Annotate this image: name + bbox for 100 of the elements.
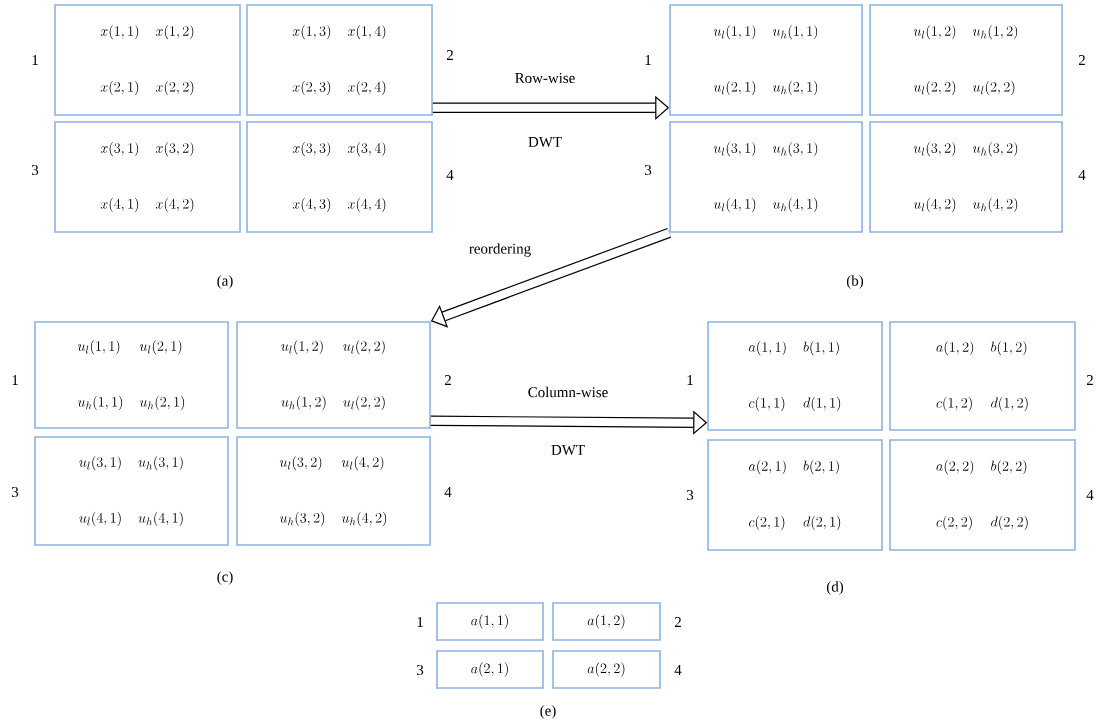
node-label: $c(2,2)$ bbox=[936, 515, 972, 531]
node-label: $u_h(1,1)$ bbox=[772, 24, 818, 40]
block-number: 1 bbox=[687, 375, 693, 385]
matrix-block: $a(1,2)$ bbox=[552, 602, 661, 641]
node-label: $b(1,2)$ bbox=[991, 340, 1027, 356]
node-label: $x(4,3)$ bbox=[292, 197, 331, 213]
node-label: $u_l(1,1)$ bbox=[77, 339, 120, 355]
arrow-label: DWT bbox=[551, 445, 585, 455]
node-label: $u_l(4,2)$ bbox=[341, 455, 384, 471]
block-number: 4 bbox=[446, 170, 454, 180]
block-number: 1 bbox=[417, 617, 423, 627]
block-number: 2 bbox=[1086, 375, 1093, 385]
node-label: $x(1,3)$ bbox=[292, 24, 331, 40]
block-number: 3 bbox=[687, 490, 694, 500]
node-label: $u_h(2,1)$ bbox=[139, 395, 185, 411]
node-label: $u_l(3,2)$ bbox=[913, 141, 956, 157]
node-label: $d(2,2)$ bbox=[991, 515, 1028, 531]
panel-caption: (d) bbox=[826, 581, 844, 595]
block-number: 2 bbox=[674, 617, 681, 627]
arrow-label: DWT bbox=[528, 137, 562, 147]
block-number: 3 bbox=[12, 487, 19, 497]
block-number: 4 bbox=[444, 487, 452, 497]
panel-caption: (e) bbox=[540, 705, 556, 719]
node-label: $u_l(2,1)$ bbox=[713, 80, 756, 96]
matrix-block: $a(2,2)$ $b(2,2)$ $c(2,2)$ $d(2,2)$ bbox=[889, 439, 1076, 551]
node-label: $a(1,1)$ bbox=[749, 340, 786, 356]
node-label: $x(2,3)$ bbox=[292, 80, 331, 96]
block-number: 4 bbox=[674, 665, 682, 675]
node-label: $u_h(3,1)$ bbox=[138, 455, 183, 471]
node-label: $u_l(2,2)$ bbox=[343, 395, 385, 411]
node-label: $a(2,2)$ bbox=[936, 459, 974, 475]
node-label: $u_h(2,1)$ bbox=[772, 80, 818, 96]
node-label: $d(2,1)$ bbox=[803, 515, 841, 531]
node-label: $u_h(4,2)$ bbox=[341, 511, 387, 527]
block-number: 2 bbox=[1078, 55, 1085, 65]
node-label: $u_h(3,1)$ bbox=[772, 141, 818, 157]
node-label: $a(2,1)$ bbox=[749, 459, 786, 475]
block-number: 1 bbox=[32, 55, 38, 65]
node-label: $u_h(1,2)$ bbox=[972, 24, 1018, 40]
matrix-block: $x(3,3)$ $x(3,4)$ $x(4,3)$ $x(4,4)$ bbox=[246, 121, 433, 233]
node-label: $u_h(1,2)$ bbox=[281, 395, 326, 411]
node-label: $x(1,4)$ bbox=[347, 24, 386, 40]
matrix-block: $u_l(3,2)$ $u_h(3,2)$ $u_l(4,2)$ $u_h(4,2)$ bbox=[869, 121, 1063, 233]
node-label: $b(2,2)$ bbox=[991, 459, 1027, 475]
node-label: $x(3,3)$ bbox=[292, 141, 331, 157]
node-label: $c(1,1)$ bbox=[749, 396, 785, 412]
node-label: $u_h(1,1)$ bbox=[77, 395, 123, 411]
node-label: $u_l(2,2)$ bbox=[913, 80, 956, 96]
node-label: $a(1,2)$ bbox=[936, 340, 974, 356]
node-label: $d(1,2)$ bbox=[991, 396, 1028, 412]
node-label: $d(1,1)$ bbox=[803, 396, 841, 412]
matrix-block: $x(3,1)$ $x(3,2)$ $x(4,1)$ $x(4,2)$ bbox=[54, 121, 241, 233]
node-label: $c(1,2)$ bbox=[936, 396, 972, 412]
node-label: $x(4,2)$ bbox=[155, 197, 194, 213]
node-label: $u_l(3,1)$ bbox=[713, 141, 756, 157]
arrow-label: Column-wise bbox=[528, 386, 608, 398]
node-label: $x(2,1)$ bbox=[100, 80, 139, 96]
node-label: $u_l(1,1)$ bbox=[713, 24, 756, 40]
node-label: $u_l(4,1)$ bbox=[79, 511, 121, 527]
node-label: $x(2,2)$ bbox=[155, 80, 194, 96]
matrix-block: $u_l(3,2)$ $u_l(4,2)$ $u_h(3,2)$ $u_h(4,2)$ bbox=[236, 436, 431, 546]
node-label: $u_l(2,1)$ bbox=[139, 339, 182, 355]
panel-caption: (a) bbox=[217, 275, 233, 289]
block-number: 1 bbox=[645, 55, 651, 65]
block-number: 3 bbox=[645, 165, 652, 175]
node-label: $u_l(2,2)$ bbox=[972, 80, 1015, 96]
matrix-block: $a(2,1)$ bbox=[436, 650, 544, 689]
matrix-block: $u_l(3,1)$ $u_h(3,1)$ $u_l(4,1)$ $u_h(4,1)$ bbox=[669, 121, 863, 233]
node-label: $u_l(3,1)$ bbox=[79, 455, 121, 471]
node-label: $u_l(3,2)$ bbox=[279, 455, 322, 471]
node-label: $u_l(4,2)$ bbox=[913, 197, 956, 213]
block-number: 1 bbox=[12, 375, 18, 385]
panel-caption: (b) bbox=[846, 275, 864, 289]
block-number: 3 bbox=[417, 665, 424, 675]
node-label: $u_h(3,2)$ bbox=[972, 141, 1018, 157]
node-label: $c(2,1)$ bbox=[749, 515, 785, 531]
node-label: $b(1,1)$ bbox=[803, 340, 839, 356]
block-number: 4 bbox=[1078, 170, 1086, 180]
matrix-block: $a(1,1)$ bbox=[436, 602, 544, 641]
node-label: $u_h(4,2)$ bbox=[972, 197, 1018, 213]
node-label: $u_l(1,2)$ bbox=[913, 24, 956, 40]
block-number: 2 bbox=[444, 375, 451, 385]
node-label: $u_l(2,2)$ bbox=[343, 339, 385, 355]
matrix-block: $a(2,1)$ $b(2,1)$ $c(2,1)$ $d(2,1)$ bbox=[707, 439, 883, 551]
node-label: $x(4,4)$ bbox=[347, 197, 386, 213]
node-label: $x(1,2)$ bbox=[155, 24, 194, 40]
block-number: 2 bbox=[446, 50, 453, 60]
arrow-label: reordering bbox=[469, 243, 531, 257]
block-number: 4 bbox=[1086, 490, 1094, 500]
node-label: $x(3,2)$ bbox=[155, 141, 194, 157]
node-label: $u_h(3,2)$ bbox=[279, 511, 325, 527]
matrix-block: $u_l(3,1)$ $u_h(3,1)$ $u_l(4,1)$ $u_h(4,1)$ bbox=[34, 436, 229, 546]
node-label: $u_h(4,1)$ bbox=[772, 197, 818, 213]
node-label: $u_l(4,1)$ bbox=[713, 197, 756, 213]
arrow-label: Row-wise bbox=[515, 73, 575, 83]
node-label: $x(2,4)$ bbox=[347, 80, 386, 96]
block-number: 3 bbox=[32, 165, 39, 175]
node-label: $u_l(1,2)$ bbox=[281, 339, 323, 355]
matrix-block: $a(2,2)$ bbox=[552, 650, 661, 689]
panel-caption: (c) bbox=[217, 571, 233, 585]
